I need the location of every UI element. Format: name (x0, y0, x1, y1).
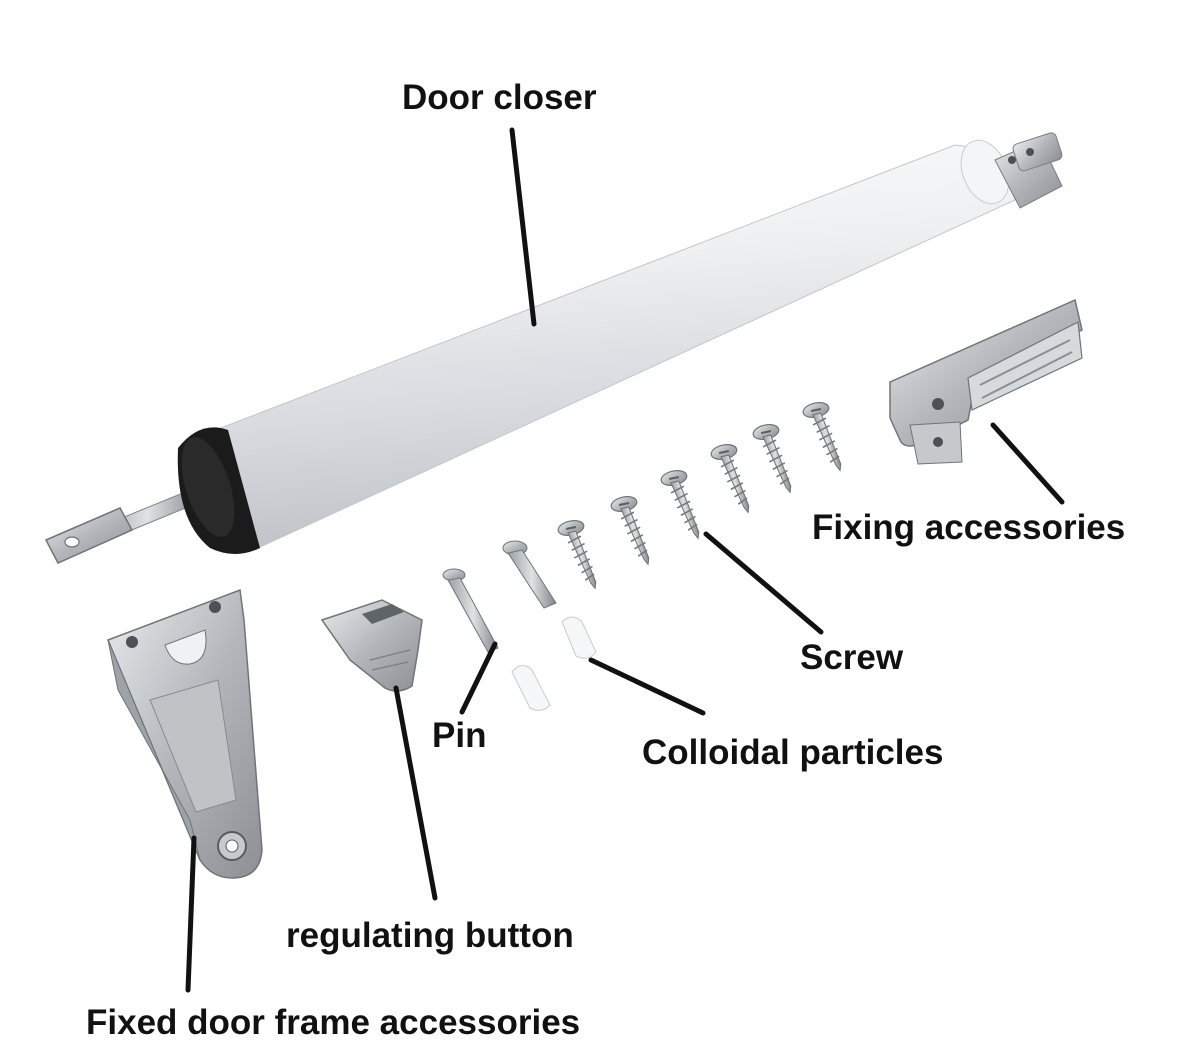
regulating-button-illustration (320, 599, 423, 692)
label-screw: Screw (800, 638, 904, 677)
fixed-door-frame-accessory-illustration (107, 588, 263, 879)
colloidal-particles-illustration (511, 616, 597, 711)
leader-fixed-frame (185, 835, 197, 993)
screws-illustration (555, 399, 844, 595)
fixing-accessories-illustration (889, 298, 1083, 465)
leader-colloidal (588, 657, 706, 716)
label-fixed-door-frame-accessories: Fixed door frame accessories (86, 1003, 581, 1042)
pins-illustration (442, 540, 557, 653)
leader-regulating-button (393, 685, 438, 901)
label-regulating-button: regulating button (286, 916, 574, 955)
label-fixing-accessories: Fixing accessories (812, 508, 1126, 547)
label-door-closer: Door closer (402, 78, 597, 117)
leader-pin (459, 641, 498, 715)
leader-lines (185, 127, 1065, 993)
leader-door-closer (509, 127, 537, 327)
leader-fixing-accessories (990, 422, 1065, 505)
leader-screw (703, 531, 824, 635)
door-closer-illustration (44, 132, 1063, 564)
label-colloidal-particles: Colloidal particles (642, 733, 944, 772)
label-pin: Pin (432, 716, 487, 755)
